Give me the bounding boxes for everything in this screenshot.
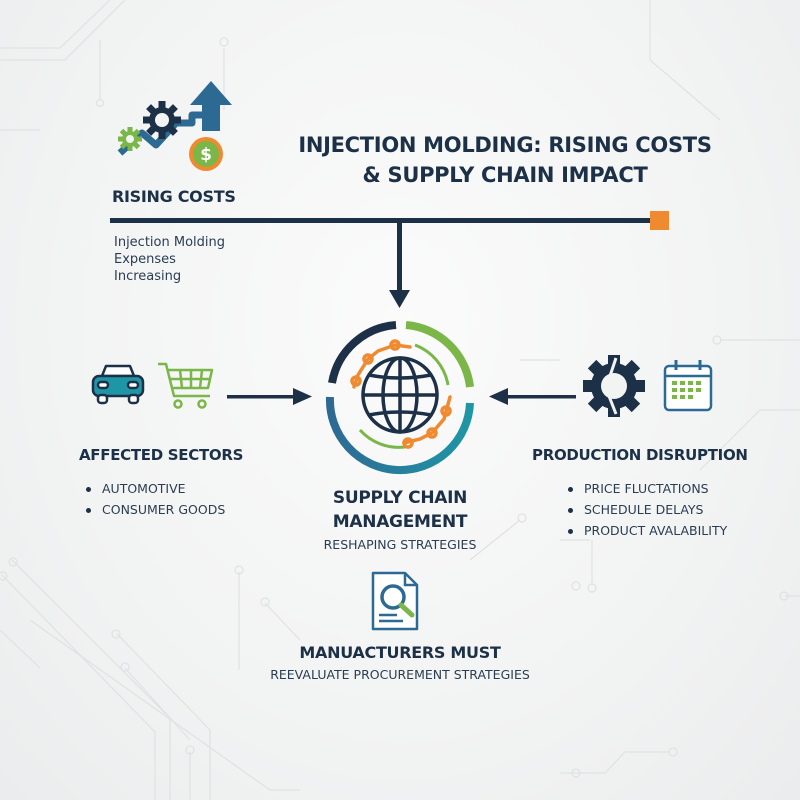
supply-chain-management-subtitle: RESHAPING STRATEGIES <box>323 537 477 552</box>
arrow-left-icon <box>489 388 508 405</box>
list-item: SCHEDULE DELAYS <box>566 499 727 520</box>
production-disruption-icon-group <box>583 355 713 417</box>
shopping-cart-icon <box>158 362 214 409</box>
production-disruption-title: PRODUCTION DISRUPTION <box>532 446 748 464</box>
globe-supply-chain-icon <box>325 321 474 474</box>
affected-sectors-icon-group <box>91 362 214 409</box>
affected-sectors-list: AUTOMOTIVE CONSUMER GOODS <box>84 478 225 520</box>
calendar-icon <box>663 360 713 412</box>
gear-icon <box>143 101 181 139</box>
horizontal-connector <box>110 218 650 223</box>
affected-sectors-title: AFFECTED SECTORS <box>79 446 244 464</box>
supply-chain-management-title: SUPPLY CHAIN MANAGEMENT <box>332 488 468 532</box>
list-item: PRODUCT AVALABILITY <box>566 520 727 541</box>
rising-costs-icon-group: $ <box>117 81 232 171</box>
supply-chain-links-icon <box>350 339 452 449</box>
list-item: PRICE FLUCTATIONS <box>566 478 727 499</box>
globe-icon <box>361 356 439 434</box>
broken-gear-icon <box>583 355 645 417</box>
small-gear-icon <box>118 127 142 151</box>
svg-text:$: $ <box>200 145 212 165</box>
arrow-down-icon <box>389 290 410 308</box>
rising-costs-description: Injection Molding Expenses Increasing <box>114 235 226 284</box>
arrow-right-icon <box>293 388 312 405</box>
list-item: AUTOMOTIVE <box>84 478 225 499</box>
production-disruption-list: PRICE FLUCTATIONS SCHEDULE DELAYS PRODUC… <box>566 478 727 541</box>
rising-costs-title: RISING COSTS <box>112 187 236 206</box>
conclusion-title: MANUACTURERS MUST <box>299 643 501 662</box>
dollar-coin-icon: $ <box>189 137 223 171</box>
page-title: INJECTION MOLDING: RISING COSTS & SUPPLY… <box>298 133 712 187</box>
list-item: CONSUMER GOODS <box>84 499 225 520</box>
document-search-icon <box>371 571 419 631</box>
connector-endpoint-square <box>650 211 669 230</box>
conclusion-subtitle: REEVALUATE PROCUREMENT STRATEGIES <box>270 667 530 682</box>
car-icon <box>91 364 145 405</box>
